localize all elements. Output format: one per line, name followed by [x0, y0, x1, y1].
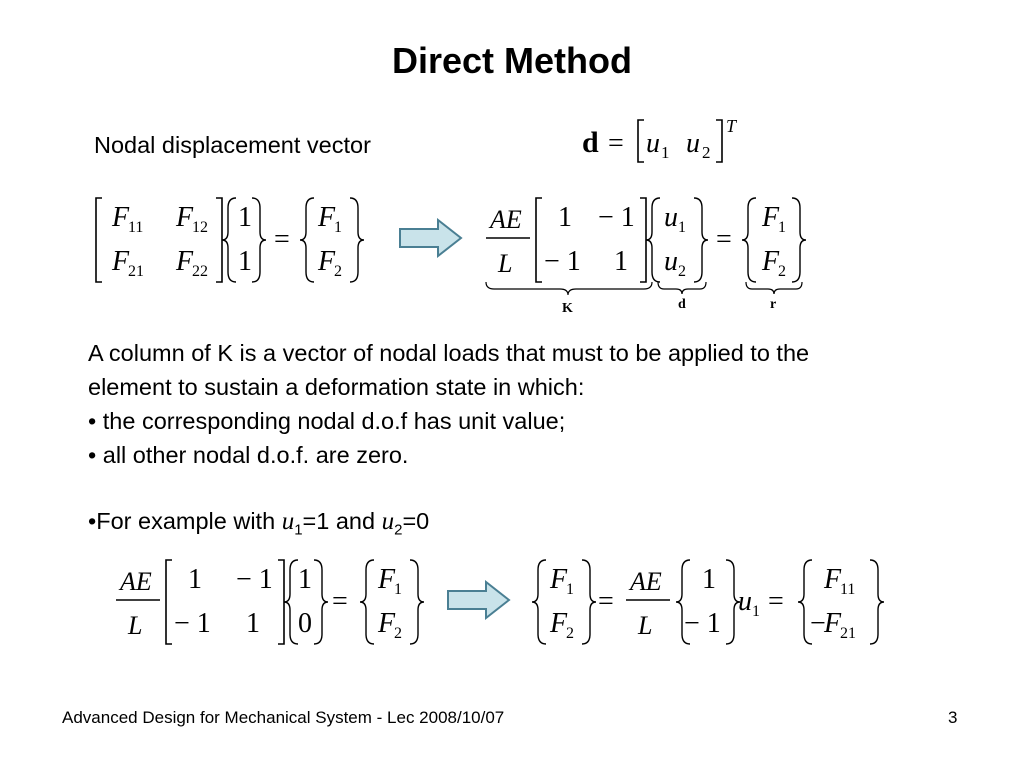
- svg-text:F: F: [111, 202, 130, 233]
- nodal-displacement-label: Nodal displacement vector: [94, 132, 371, 158]
- right-arrow-icon: [399, 218, 463, 258]
- svg-text:=: =: [716, 224, 732, 255]
- svg-text:−: −: [810, 608, 826, 639]
- svg-text:2: 2: [778, 263, 786, 280]
- svg-text:1: 1: [238, 202, 252, 233]
- svg-text:2: 2: [334, 263, 342, 280]
- paragraph-line: element to sustain a deformation state i…: [88, 374, 585, 400]
- svg-text:1: 1: [678, 219, 686, 236]
- paragraph-line: A column of K is a vector of nodal loads…: [88, 340, 810, 366]
- brace-label-r: r: [770, 297, 776, 312]
- svg-text:11: 11: [840, 581, 855, 598]
- svg-text:F: F: [823, 564, 842, 595]
- svg-text:F: F: [377, 564, 396, 595]
- svg-text:F: F: [175, 202, 194, 233]
- svg-text:d: d: [582, 126, 599, 159]
- svg-text:1: 1: [614, 246, 628, 277]
- svg-text:L: L: [497, 249, 512, 278]
- svg-text:=: =: [332, 586, 348, 617]
- bullet-item: • all other nodal d.o.f. are zero.: [88, 442, 409, 468]
- svg-text:2: 2: [566, 625, 574, 642]
- svg-text:1: 1: [752, 603, 760, 620]
- svg-text:0: 0: [298, 608, 312, 639]
- svg-text:F: F: [761, 246, 780, 277]
- svg-text:2: 2: [702, 143, 711, 162]
- page-number: 3: [948, 708, 958, 727]
- svg-text:2: 2: [394, 625, 402, 642]
- svg-text:− 1: − 1: [174, 608, 211, 639]
- svg-text:F: F: [377, 608, 396, 639]
- example-var-u1: u: [281, 508, 295, 535]
- svg-text:=: =: [768, 586, 784, 617]
- svg-text:2: 2: [678, 263, 686, 280]
- svg-text:AE: AE: [628, 567, 662, 596]
- svg-text:− 1: − 1: [544, 246, 581, 277]
- svg-text:F: F: [761, 202, 780, 233]
- svg-text:u: u: [738, 586, 752, 617]
- example-equation-right: F 1 F 2 = AE L 1 − 1 u 1 = F 11 − F 21: [532, 559, 885, 645]
- explanation-paragraph: A column of K is a vector of nodal loads…: [88, 336, 809, 472]
- right-arrow-icon: [447, 580, 511, 620]
- svg-text:u: u: [664, 246, 678, 277]
- svg-text:F: F: [549, 564, 568, 595]
- svg-text:1: 1: [566, 581, 574, 598]
- svg-text:1: 1: [238, 246, 252, 277]
- example-sub-1: 1: [294, 521, 303, 539]
- svg-text:1: 1: [778, 219, 786, 236]
- svg-text:21: 21: [128, 263, 144, 280]
- example-sub-2: 2: [394, 521, 403, 539]
- slide-title: Direct Method: [391, 40, 632, 81]
- svg-text:u: u: [646, 128, 660, 159]
- footer-course-info: Advanced Design for Mechanical System - …: [62, 708, 505, 727]
- example-suffix: =0: [402, 508, 430, 534]
- svg-text:AE: AE: [118, 567, 152, 596]
- brace-label-k: K: [562, 301, 573, 316]
- svg-text:F: F: [317, 202, 336, 233]
- example-prefix: •For example with: [88, 508, 282, 534]
- svg-text:− 1: − 1: [236, 564, 273, 595]
- svg-text:F: F: [175, 246, 194, 277]
- svg-text:F: F: [111, 246, 130, 277]
- svg-text:1: 1: [246, 608, 260, 639]
- svg-text:=: =: [598, 586, 614, 617]
- svg-text:F: F: [823, 608, 842, 639]
- svg-text:22: 22: [192, 263, 208, 280]
- svg-text:21: 21: [840, 625, 856, 642]
- generic-stiffness-equation: F 11 F 12 F 21 F 22 1 1 = F 1 F 2: [95, 197, 365, 283]
- svg-text:=: =: [608, 128, 624, 159]
- svg-text:1: 1: [334, 219, 342, 236]
- svg-text:F: F: [317, 246, 336, 277]
- svg-text:11: 11: [128, 219, 143, 236]
- svg-text:1: 1: [558, 202, 572, 233]
- svg-text:L: L: [127, 611, 142, 640]
- svg-text:1: 1: [394, 581, 402, 598]
- svg-text:L: L: [637, 611, 652, 640]
- svg-text:=: =: [274, 224, 290, 255]
- svg-text:12: 12: [192, 219, 208, 236]
- example-mid: =1 and: [302, 508, 382, 534]
- svg-text:F: F: [549, 608, 568, 639]
- svg-text:1: 1: [702, 564, 716, 595]
- svg-text:− 1: − 1: [684, 608, 721, 639]
- brace-label-d: d: [678, 297, 686, 312]
- svg-text:− 1: − 1: [598, 202, 635, 233]
- svg-text:1: 1: [298, 564, 312, 595]
- svg-text:u: u: [664, 202, 678, 233]
- svg-text:AE: AE: [488, 205, 522, 234]
- example-equation-left: AE L 1 − 1 − 1 1 1 0 = F 1 F 2: [116, 559, 425, 645]
- bullet-item: • the corresponding nodal d.o.f has unit…: [88, 408, 566, 434]
- svg-text:1: 1: [188, 564, 202, 595]
- svg-text:T: T: [726, 116, 738, 136]
- displacement-vector-equation: d = u 1 u 2 T: [582, 116, 738, 163]
- element-stiffness-equation: AE L 1 − 1 − 1 1 u 1 u 2 = F 1 F 2 K d r: [485, 197, 807, 316]
- svg-text:1: 1: [661, 143, 670, 162]
- example-var-u2: u: [381, 508, 395, 535]
- example-line: •For example with u1=1 and u2=0: [88, 508, 429, 539]
- svg-text:u: u: [686, 128, 700, 159]
